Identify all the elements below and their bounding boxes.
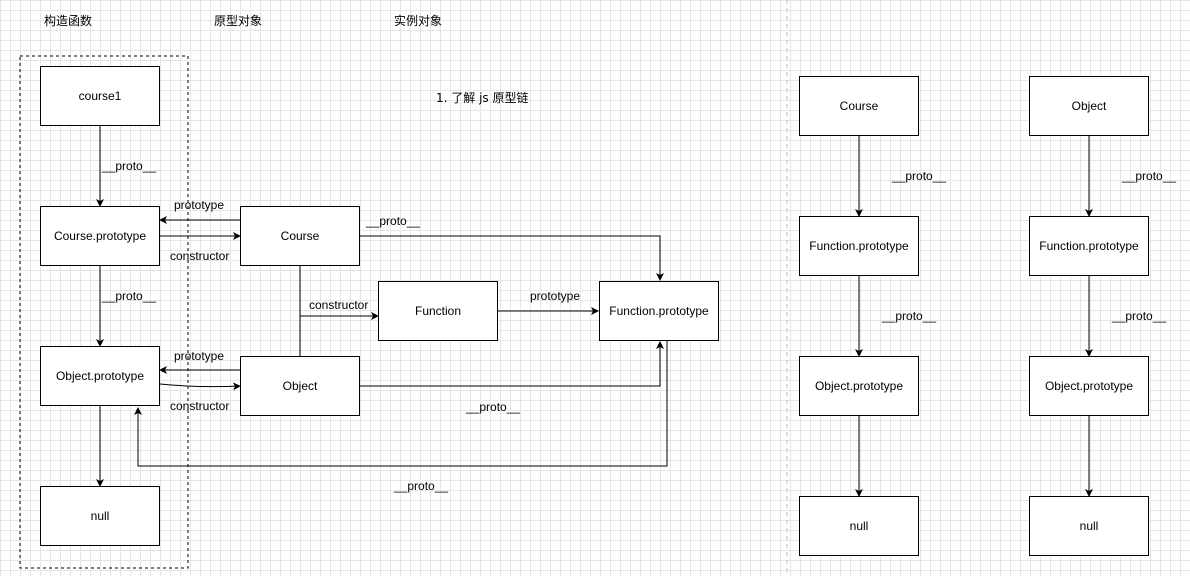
node-object: Object (240, 356, 360, 416)
node-null-left: null (40, 486, 160, 546)
node-course: Course (240, 206, 360, 266)
label-r1-proto-1: __proto__ (892, 169, 947, 183)
edge-course-proto-to-function-prototype (360, 235, 664, 281)
header-prototype: 原型对象 (214, 14, 263, 28)
node-course1: course1 (40, 66, 160, 126)
node-r1-course: Course (799, 76, 919, 136)
node-r2-object-prototype: Object.prototype (1029, 356, 1149, 416)
label-proto-object-to-function-prototype: __proto__ (466, 400, 521, 414)
label-proto-course-prototype: __proto__ (102, 289, 157, 303)
node-r2-object: Object (1029, 76, 1149, 136)
label-r2-proto-1: __proto__ (1122, 169, 1177, 183)
node-r1-object-prototype: Object.prototype (799, 356, 919, 416)
node-r1-function-prototype: Function.prototype (799, 216, 919, 276)
constructor-group-dashed-border (19, 55, 189, 569)
label-r1-proto-2: __proto__ (882, 309, 937, 323)
label-prototype-course: prototype (174, 198, 225, 212)
node-object-prototype: Object.prototype (40, 346, 160, 406)
node-course-prototype: Course.prototype (40, 206, 160, 266)
header-constructor: 构造函数 (44, 14, 93, 28)
node-r2-function-prototype: Function.prototype (1029, 216, 1149, 276)
note-text: 1. 了解 js 原型链 (436, 91, 529, 105)
node-r2-null: null (1029, 496, 1149, 556)
label-prototype-function: prototype (530, 289, 581, 303)
edge-object-constructor (159, 382, 241, 391)
label-proto-function-prototype-to-object-prototype: __proto__ (394, 479, 449, 493)
header-instance: 实例对象 (394, 14, 443, 28)
edge-function-prototype-proto-to-object-prototype (134, 341, 668, 467)
node-function: Function (378, 281, 498, 341)
edge-object-proto-to-function-prototype (360, 341, 664, 387)
label-constructor-object: constructor (170, 399, 230, 413)
label-prototype-object: prototype (174, 349, 225, 363)
node-function-prototype: Function.prototype (599, 281, 719, 341)
label-constructor-function: constructor (309, 298, 369, 312)
label-proto-course-to-function-prototype: __proto__ (366, 214, 421, 228)
label-constructor-course: constructor (170, 249, 230, 263)
label-proto-course1: __proto__ (102, 159, 157, 173)
label-r2-proto-2: __proto__ (1112, 309, 1167, 323)
node-r1-null: null (799, 496, 919, 556)
